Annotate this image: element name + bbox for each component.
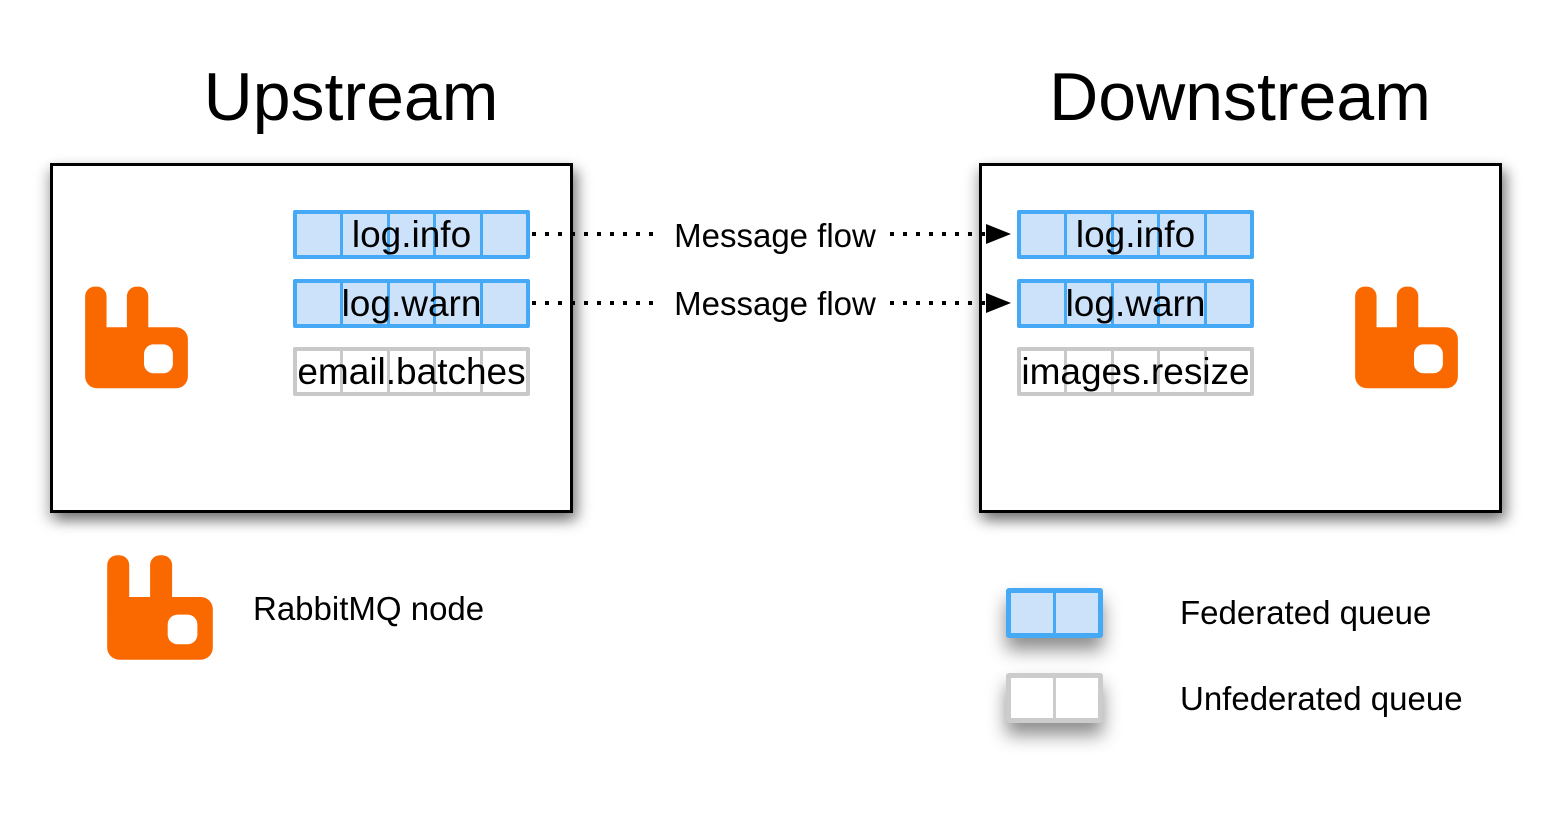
- queue-segment: [1110, 351, 1157, 392]
- upstream-queue-log-warn: log.warn: [293, 279, 530, 328]
- queue-segment: [433, 351, 479, 392]
- flow-dotted-line: [890, 301, 986, 305]
- queue-segment: [1053, 678, 1098, 718]
- queue-label: log.info: [351, 213, 472, 255]
- queue-segment: [1064, 351, 1110, 392]
- flow-dotted-line: [532, 301, 657, 305]
- queue-segment: [386, 351, 433, 392]
- queue-segment: [433, 214, 479, 255]
- queue-segment: [1110, 283, 1157, 324]
- queue-segment: [1011, 678, 1053, 718]
- upstream-queue-log-info: log.info: [293, 210, 530, 259]
- queue-label: email.batches: [297, 350, 526, 392]
- queue-segment: [1203, 214, 1250, 255]
- flow-label: Message flow: [674, 285, 876, 322]
- legend-label-unfederated-queue: Unfederated queue: [1180, 680, 1463, 717]
- queue-label: log.warn: [1065, 282, 1206, 324]
- queue-segment: [479, 351, 526, 392]
- queue-segment: [1053, 593, 1098, 633]
- queue-segment: [386, 283, 433, 324]
- queue-segment: [1064, 283, 1110, 324]
- rabbitmq-icon: [85, 286, 188, 389]
- flow-dotted-line: [532, 232, 662, 236]
- queue-segment: [1157, 283, 1203, 324]
- downstream-queue-log-warn: log.warn: [1017, 279, 1254, 328]
- upstream-queue-email-batches: email.batches: [293, 347, 530, 396]
- queue-segment: [1203, 351, 1250, 392]
- queue-segment: [479, 283, 526, 324]
- rabbitmq-icon: [107, 555, 213, 660]
- downstream-node-box: log.info log.warn images.resize: [979, 163, 1502, 513]
- queue-segment: [1157, 214, 1203, 255]
- queue-segment: [340, 214, 386, 255]
- queue-segment: [479, 214, 526, 255]
- flow-dotted-line: [890, 232, 986, 236]
- queue-segment: [1157, 351, 1203, 392]
- queue-segment: [1011, 593, 1053, 633]
- queue-label: images.resize: [1021, 350, 1250, 392]
- legend-label-rabbitmq-node: RabbitMQ node: [253, 590, 485, 627]
- upstream-node-box: log.info log.warn email.batches: [50, 163, 573, 513]
- downstream-queue-images-resize: images.resize: [1017, 347, 1254, 396]
- flow-label: Message flow: [674, 217, 876, 254]
- queue-segment: [1110, 214, 1157, 255]
- queue-label: log.info: [1075, 213, 1196, 255]
- queue-label: log.warn: [341, 282, 482, 324]
- arrowhead-icon: [986, 224, 1011, 244]
- federated-queue-swatch: [1006, 588, 1103, 638]
- queue-segment: [340, 351, 386, 392]
- queue-segment: [1203, 283, 1250, 324]
- downstream-title: Downstream: [1049, 59, 1431, 135]
- queue-segment: [340, 283, 386, 324]
- downstream-queue-log-info: log.info: [1017, 210, 1254, 259]
- queue-segment: [386, 214, 433, 255]
- queue-segment: [433, 283, 479, 324]
- unfederated-queue-swatch: [1006, 673, 1103, 723]
- legend-label-federated-queue: Federated queue: [1180, 594, 1432, 631]
- rabbitmq-icon: [1355, 286, 1458, 389]
- upstream-title: Upstream: [203, 59, 499, 135]
- arrowhead-icon: [986, 293, 1011, 313]
- queue-segment: [1064, 214, 1110, 255]
